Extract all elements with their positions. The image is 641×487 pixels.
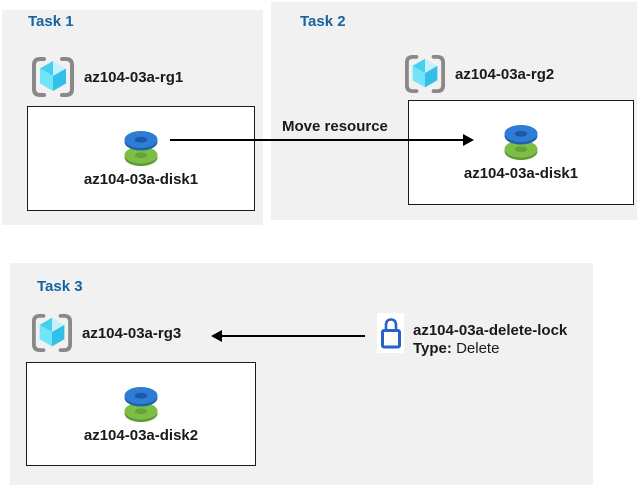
task2-title: Task 2	[300, 13, 346, 30]
lock-type-label: Type:	[413, 340, 452, 357]
delete-lock-name: az104-03a-delete-lock	[413, 322, 568, 339]
resource-group-icon	[404, 54, 446, 94]
lock-arrow-line	[218, 335, 365, 337]
disk-label: az104-03a-disk2	[83, 426, 199, 444]
task1-title: Task 1	[28, 13, 74, 30]
disk-icon	[504, 125, 538, 160]
delete-lock-text: az104-03a-delete-lock Type: Delete	[413, 322, 567, 358]
lock-icon	[380, 318, 401, 349]
task1-resource-box: az104-03a-disk1	[27, 106, 255, 211]
disk-label: az104-03a-disk1	[83, 171, 199, 188]
task2-resource-group: az104-03a-rg2	[404, 54, 554, 94]
task2-resource-box: az104-03a-disk1	[408, 100, 634, 205]
disk-icon	[124, 386, 158, 422]
resource-group-label: az104-03a-rg1	[84, 68, 184, 86]
task3-resource-group: az104-03a-rg3	[31, 313, 181, 353]
lock-type-value: Delete	[456, 340, 500, 357]
task1-resource-group: az104-03a-rg1	[31, 56, 183, 98]
delete-lock-badge	[377, 313, 404, 353]
disk-icon	[124, 131, 158, 166]
task3-title: Task 3	[37, 278, 83, 295]
move-resource-arrow-line	[170, 139, 463, 141]
resource-group-label: az104-03a-rg2	[455, 65, 555, 83]
delete-lock-type: Type: Delete	[413, 340, 567, 358]
resource-group-icon	[32, 313, 72, 353]
resource-group-icon	[32, 57, 74, 97]
move-resource-label: Move resource	[282, 118, 388, 135]
resource-group-label: az104-03a-rg3	[82, 324, 182, 342]
arrowhead-left-icon	[211, 330, 222, 342]
disk-label: az104-03a-disk1	[463, 165, 579, 182]
task3-resource-box: az104-03a-disk2	[26, 362, 256, 466]
arrowhead-right-icon	[463, 134, 474, 146]
